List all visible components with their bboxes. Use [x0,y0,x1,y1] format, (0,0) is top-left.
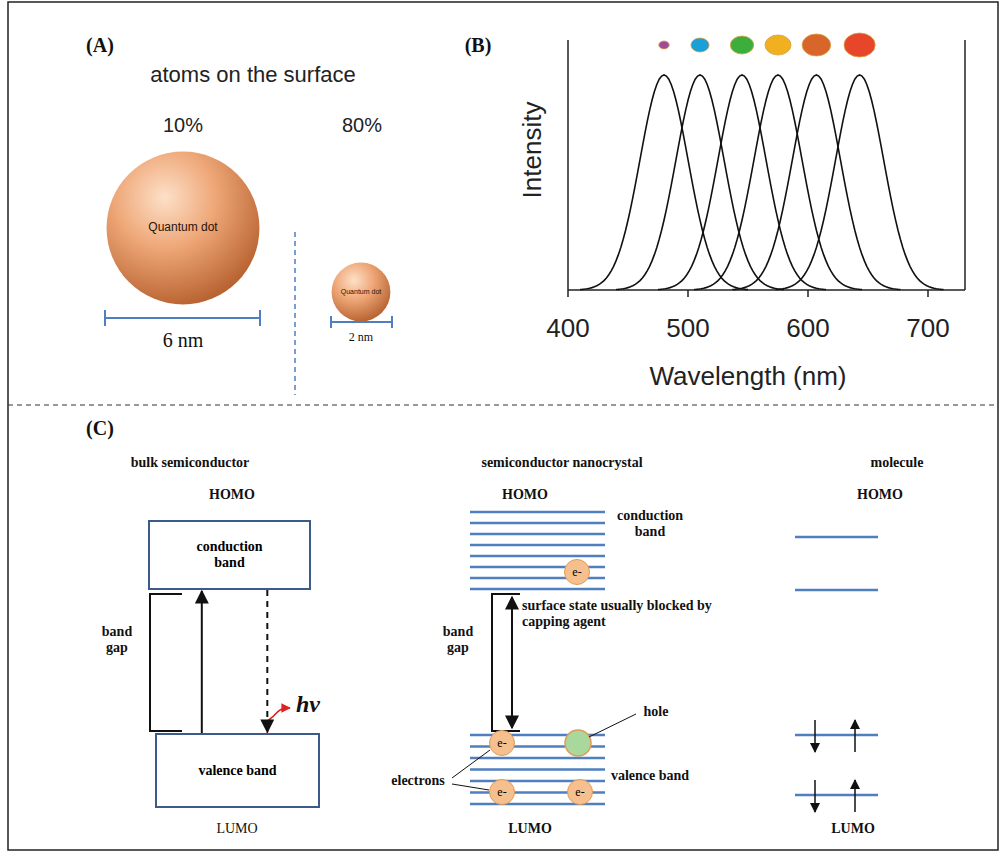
plot-axes [568,40,965,297]
quantum-dot-sphere: Quantum dot [105,150,261,306]
separator [8,404,998,405]
node-text: Quantum dot [341,288,381,296]
emission-curve [616,75,784,290]
label: LUMO [508,821,552,837]
label: LUMO [831,821,875,837]
emission-curve [776,75,944,290]
quantum-dot-dot [659,41,669,49]
emission-curve [580,75,748,290]
label: surface state usually blocked by capping… [522,598,712,630]
bracket [150,594,520,731]
electron-circle: e- [489,779,515,805]
label: LUMO [216,821,257,837]
label: semiconductor nanocrystal [481,455,642,471]
label: hv [296,691,320,718]
label: HOMO [209,487,255,503]
frame [8,2,998,850]
label: 400 [546,313,589,344]
spin-arrows [815,720,855,812]
photon-squiggle [266,708,290,735]
node-text: conduction band [185,539,275,571]
node-text: Quantum dot [148,221,217,235]
node-text: e- [497,736,506,751]
label: (B) [465,34,492,57]
label: valence band [610,768,690,784]
label: molecule [871,455,924,471]
label: band gap [94,624,140,656]
label: bulk semiconductor [131,455,250,471]
quantum-dot-dot [802,34,831,56]
label: electrons [391,773,444,789]
label: atoms on the surface [150,62,355,88]
separator [294,232,296,395]
label: hole [644,704,669,720]
emission-curve [658,75,826,290]
label: 80% [342,114,382,137]
label: (A) [86,34,114,57]
electron-circle: e- [567,779,593,805]
node-text: valence band [193,763,283,779]
node-text: e- [572,565,581,580]
emission-curve [732,75,900,290]
label: band gap [435,624,481,656]
label: Wavelength (nm) [650,361,847,392]
quantum-dot-dot [765,35,791,55]
label: 10% [163,114,203,137]
band-box: valence band [155,733,320,808]
emission-curves [580,75,944,290]
leader-line [452,714,636,790]
label: 600 [786,313,829,344]
label: HOMO [502,487,548,503]
transition-arrow [266,590,268,732]
energy-levels [470,512,605,804]
label: 6 nm [163,329,204,352]
transition-arrow [201,591,203,733]
gap-arrow [511,597,513,728]
electron-circle: e- [489,730,515,756]
quantum-dot-dot [730,36,753,54]
node-text: e- [575,785,584,800]
node-text: e- [497,785,506,800]
label: 500 [666,313,709,344]
emission-curve [694,75,862,290]
label: 2 nm [349,330,373,345]
band-box: conduction band [148,520,311,590]
label: conduction band [610,508,690,540]
quantum-dot-dot [691,38,709,52]
hole-circle [565,730,591,756]
label: (C) [86,417,114,440]
molecular-orbitals [795,537,878,795]
label: Intensity [517,102,548,199]
quantum-dot-sphere: Quantum dot [331,262,391,322]
dot-sizes [659,33,875,57]
label: 700 [906,313,949,344]
label: HOMO [857,487,903,503]
electron-circle: e- [564,559,590,585]
quantum-dot-dot [844,33,875,57]
